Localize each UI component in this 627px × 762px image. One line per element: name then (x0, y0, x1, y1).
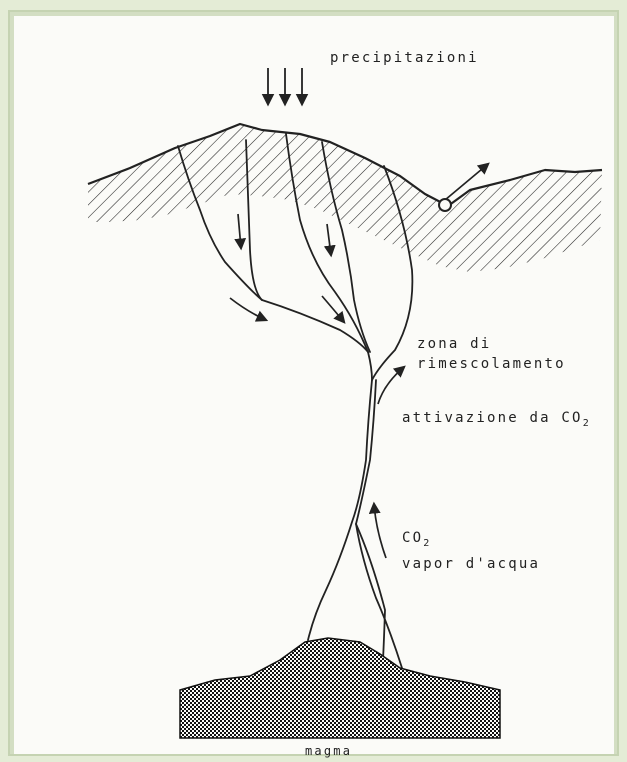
co2-activation-label: attivazione da CO2 (402, 410, 591, 429)
co2-gas-text: CO (402, 530, 423, 546)
mixing-zone-label: zona di rimescolamento (417, 334, 566, 374)
co2-gas-label: CO2 (402, 528, 540, 554)
down-arrow-icon (327, 224, 331, 255)
mixing-zone-line1: zona di (417, 334, 566, 354)
co2-gas-subscript: 2 (423, 538, 431, 549)
up-arrow-icon (378, 367, 404, 404)
precipitation-arrows (268, 68, 302, 104)
magma-label: magma (305, 744, 352, 758)
water-vapor-label: vapor d'acqua (402, 554, 540, 574)
gas-label: CO2 vapor d'acqua (402, 528, 540, 574)
co2-activation-text: attivazione da CO (402, 410, 583, 426)
magma-body (180, 638, 500, 738)
down-arrow-icon (230, 298, 266, 320)
up-arrow-icon (374, 504, 386, 558)
mixing-zone-line2: rimescolamento (417, 354, 566, 374)
precipitation-label: precipitazioni (330, 50, 479, 66)
co2-activation-subscript: 2 (583, 418, 591, 429)
down-arrow-icon (238, 214, 241, 248)
spring-circle-icon (439, 199, 451, 211)
hatched-rock-layer (88, 124, 602, 272)
